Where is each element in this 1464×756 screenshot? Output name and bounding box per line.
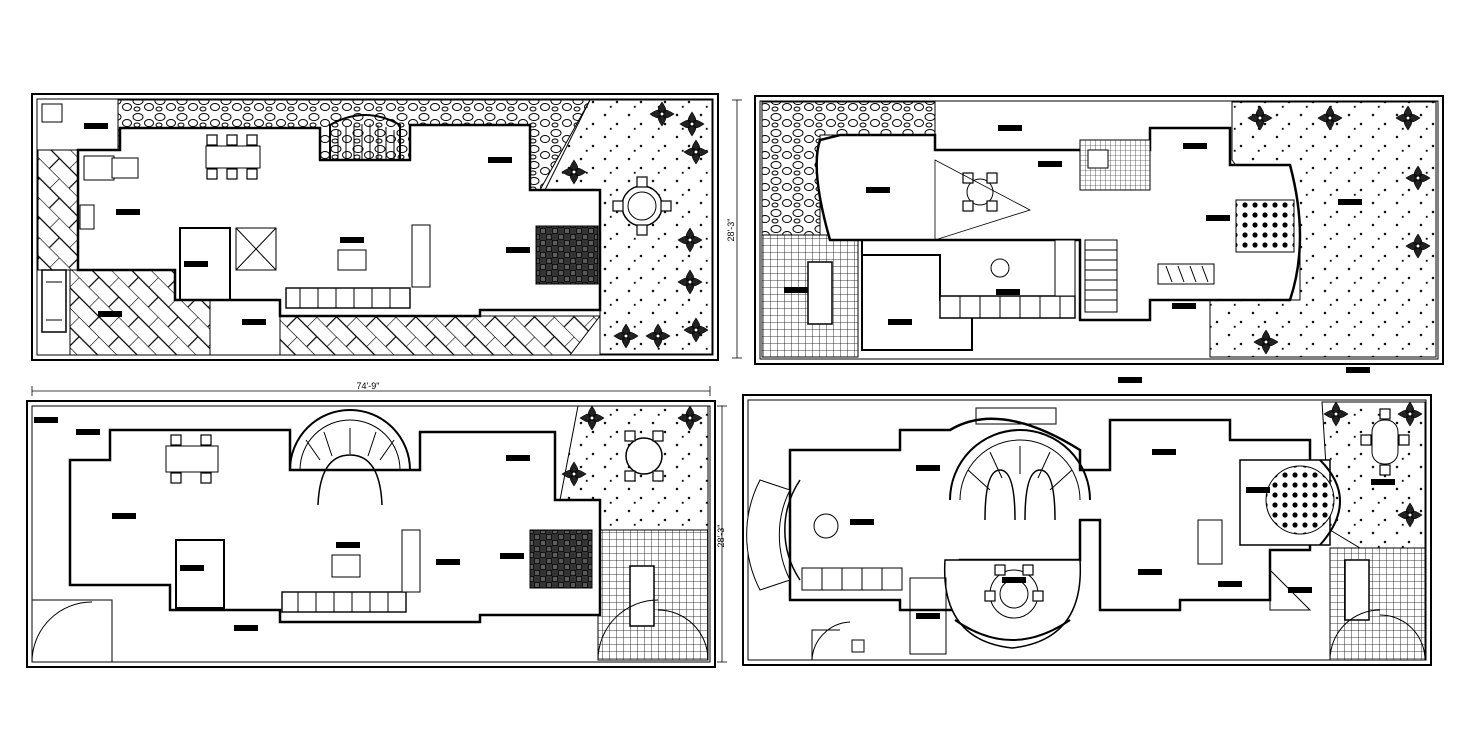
floor-plan-4 [742, 377, 1432, 666]
dimension-overall-width: 74'-9" [31, 381, 711, 396]
floor-plan-1 [31, 93, 719, 361]
dimension-depth-bottom: 28'-3" [716, 405, 727, 663]
brick-paving [37, 149, 79, 271]
bed [529, 529, 593, 589]
dimension-depth-top: 28'-3" [726, 99, 742, 359]
floor-plan-2 [754, 95, 1444, 373]
overall-width-label: 74'-9" [357, 381, 380, 391]
depth-top-label: 28'-3" [726, 219, 736, 242]
depth-bottom-label: 28'-3" [716, 525, 726, 548]
bed [535, 225, 599, 285]
floor-plan-3 [26, 400, 716, 668]
bed [1235, 199, 1295, 253]
bed [1265, 465, 1335, 535]
